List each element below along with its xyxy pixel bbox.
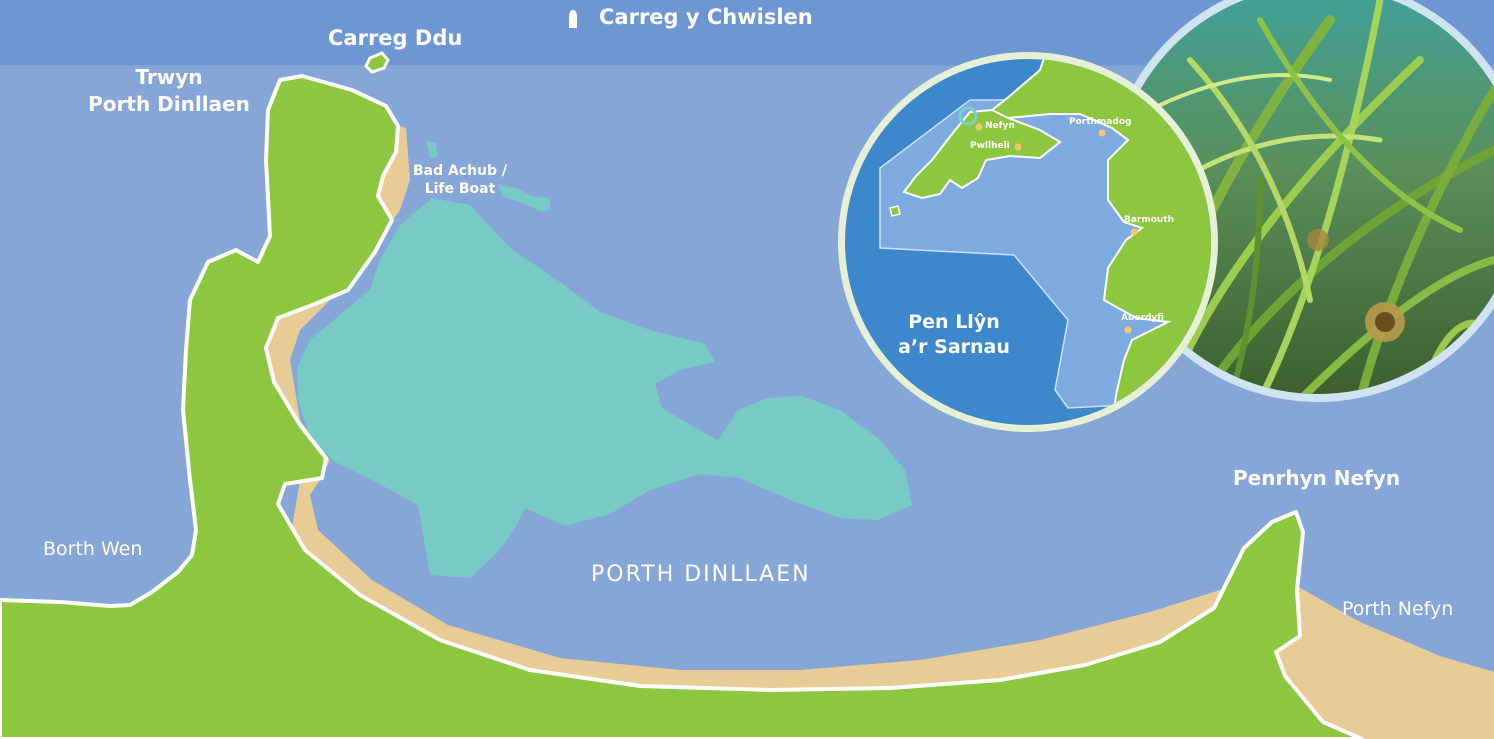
label-bad-achub-line1: Bad Achub / (412, 163, 508, 179)
seagrass-bed-main (297, 198, 912, 578)
label-carreg-y-chwislen: Carreg y Chwislen (599, 5, 813, 29)
town-dot-porthmadog (1098, 129, 1106, 137)
carreg-ddu-islet (364, 51, 390, 74)
inset-title: Pen Llŷn a’r Sarnau (884, 310, 1024, 360)
label-trwyn-line2: Porth Dinllaen (88, 92, 250, 116)
town-dot-pwllheli (1014, 143, 1022, 151)
label-penrhyn-nefyn: Penrhyn Nefyn (1233, 466, 1401, 490)
porth-dinllaen-marker (958, 106, 978, 126)
label-carreg-ddu: Carreg Ddu (328, 26, 463, 50)
inset-label-nefyn: Nefyn (985, 121, 1015, 131)
town-dot-aberdyfi (1124, 326, 1132, 334)
label-porth-nefyn: Porth Nefyn (1342, 598, 1454, 620)
label-porth-dinllaen-bay: PORTH DINLLAEN (591, 562, 811, 587)
label-bad-achub: Bad Achub / Life Boat (402, 162, 518, 198)
sea-anemone (1307, 229, 1405, 342)
seagrass-patch-lifeboat (498, 184, 551, 211)
inset-label-pwllheli: Pwllheli (970, 141, 1010, 151)
inset-label-porthmadog: Porthmadog (1069, 117, 1132, 127)
town-dot-barmouth (1130, 228, 1138, 236)
inset-title-line1: Pen Llŷn (908, 311, 1000, 333)
land-headland (0, 74, 1364, 739)
town-dot-nefyn (975, 123, 983, 131)
label-bad-achub-line2: Life Boat (424, 181, 496, 197)
label-borth-wen: Borth Wen (43, 538, 143, 560)
inset-locator-map (838, 52, 1218, 432)
label-trwyn-line1: Trwyn (135, 65, 203, 89)
seagrass-patch-small (426, 140, 438, 158)
inset-label-barmouth: Barmouth (1124, 215, 1175, 225)
lighthouse-icon (569, 10, 577, 28)
label-trwyn-porth-dinllaen: Trwyn Porth Dinllaen (84, 64, 254, 118)
inset-title-line2: a’r Sarnau (898, 336, 1010, 358)
inset-label-aberdyfi: Aberdyfi (1121, 313, 1164, 323)
